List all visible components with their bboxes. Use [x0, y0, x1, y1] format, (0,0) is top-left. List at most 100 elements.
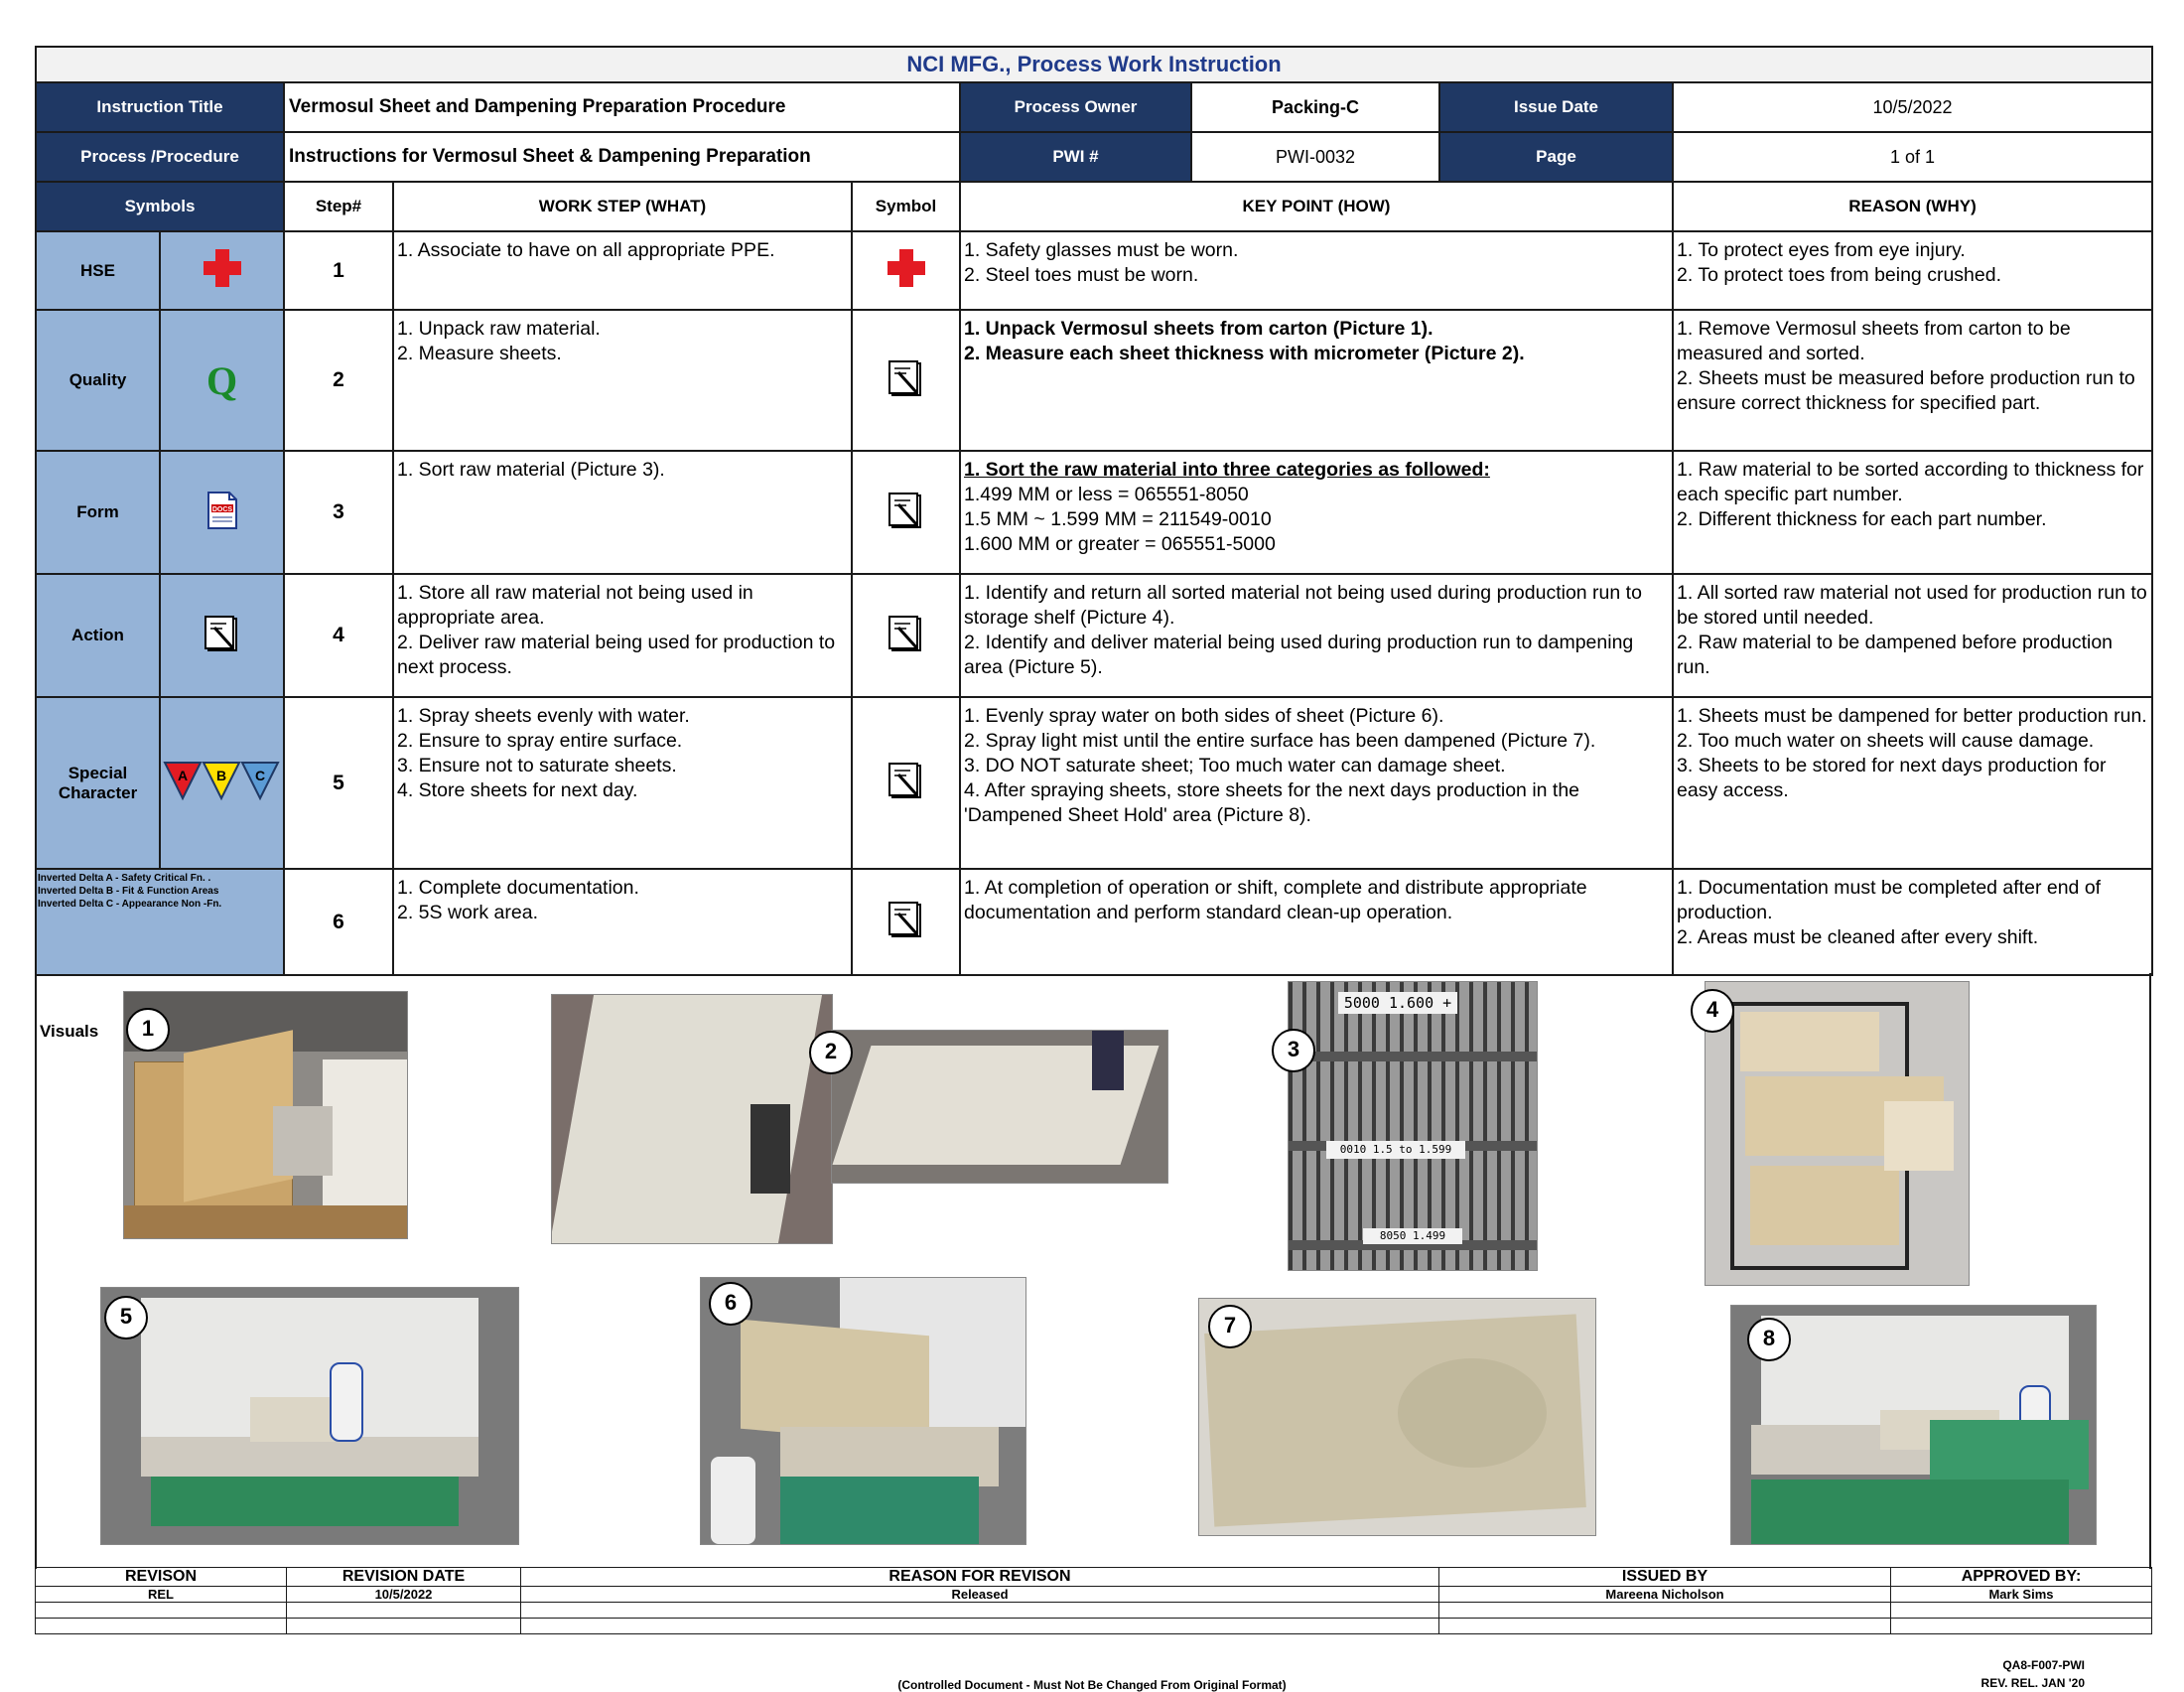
instruction-title-value: Vermosul Sheet and Dampening Preparation… [283, 81, 961, 133]
rev-col-date: REVISION DATE [286, 1567, 521, 1587]
work-step: 1. Unpack raw material. 2. Measure sheet… [392, 309, 853, 452]
shelf-label-8050: 8050 1.499 [1363, 1228, 1462, 1244]
step-row: Special Character A B C 5 1. Spray sheet… [35, 696, 2154, 870]
category-hse: HSE [35, 230, 161, 311]
action-clipboard-icon [887, 615, 921, 651]
action-clipboard-icon [887, 763, 921, 798]
col-symbol: Symbol [851, 181, 961, 232]
svg-text:A: A [177, 768, 187, 783]
step-number: 6 [283, 868, 394, 976]
photo-measure-sheet-b [831, 1030, 1168, 1184]
callout-6: 6 [709, 1282, 752, 1326]
reason: 1. Sheets must be dampened for better pr… [1671, 696, 2154, 870]
reason: 1. Documentation must be completed after… [1671, 868, 2154, 976]
quality-q-icon: Q [205, 357, 238, 403]
step-number: 1 [283, 230, 394, 311]
action-clipboard-icon [887, 902, 921, 937]
issue-date-label: Issue Date [1438, 81, 1674, 133]
document-form-icon: DOCS [206, 491, 237, 529]
step-number: 2 [283, 309, 394, 452]
visuals-section [35, 973, 2151, 1569]
callout-5: 5 [104, 1296, 148, 1340]
step-row: Form DOCS 3 1. Sort raw material (Pictur… [35, 450, 2154, 575]
photo-storage-shelf [1705, 981, 1970, 1286]
action-clipboard-icon [887, 492, 921, 528]
photo-spray-both-sides [700, 1277, 1026, 1545]
key-point: 1. Unpack Vermosul sheets from carton (P… [959, 309, 1674, 452]
step-number: 5 [283, 696, 394, 870]
col-work-step: WORK STEP (WHAT) [392, 181, 853, 232]
form-id: QA8-F007-PWI [2002, 1658, 2085, 1672]
work-step: 1. Store all raw material not being used… [392, 573, 853, 698]
category-special-character: Special Character [35, 696, 161, 870]
photo-measure-sheet-a [551, 994, 833, 1244]
col-symbols: Symbols [35, 181, 285, 232]
rev-rel: REV. REL. JAN '20 [1980, 1676, 2085, 1690]
callout-1: 1 [126, 1008, 170, 1052]
key-point: 1. Safety glasses must be worn. 2. Steel… [959, 230, 1674, 311]
work-step: 1. Associate to have on all appropriate … [392, 230, 853, 311]
visuals-label: Visuals [40, 1022, 99, 1041]
work-step: 1. Sort raw material (Picture 3). [392, 450, 853, 575]
callout-4: 4 [1691, 989, 1734, 1033]
shelf-label-0010: 0010 1.5 to 1.599 [1326, 1141, 1465, 1159]
work-step: 1. Spray sheets evenly with water. 2. En… [392, 696, 853, 870]
page-value: 1 of 1 [1671, 131, 2154, 183]
photo-sort-shelf: 5000 1.600 + 0010 1.5 to 1.599 8050 1.49… [1288, 981, 1538, 1271]
revision-row-empty [35, 1618, 2152, 1634]
photo-unpack-carton [123, 991, 408, 1239]
reason: 1. Raw material to be sorted according t… [1671, 450, 2154, 575]
key-point: 1. At completion of operation or shift, … [959, 868, 1674, 976]
col-step: Step# [283, 181, 394, 232]
category-action: Action [35, 573, 161, 698]
key-point: 1. Identify and return all sorted materi… [959, 573, 1674, 698]
svg-text:C: C [254, 768, 264, 783]
col-key-point: KEY POINT (HOW) [959, 181, 1674, 232]
rev-col-reason: REASON FOR REVISON [520, 1567, 1439, 1587]
key-point: 1. Sort the raw material into three cate… [959, 450, 1674, 575]
process-label: Process /Procedure [35, 131, 285, 183]
pwi-value: PWI-0032 [1190, 131, 1440, 183]
revision-row: REL 10/5/2022 Released Mareena Nicholson… [35, 1586, 2152, 1603]
page-label: Page [1438, 131, 1674, 183]
process-owner-label: Process Owner [959, 81, 1192, 133]
rev-col-revision: REVISON [35, 1567, 287, 1587]
step-row: Inverted Delta A - Safety Critical Fn. .… [35, 868, 2154, 976]
instruction-title-label: Instruction Title [35, 81, 285, 133]
process-owner-value: Packing-C [1190, 81, 1440, 133]
action-clipboard-icon [887, 359, 921, 396]
step-number: 3 [283, 450, 394, 575]
callout-2: 2 [809, 1031, 853, 1074]
work-step: 1. Complete documentation. 2. 5S work ar… [392, 868, 853, 976]
photo-light-mist [1198, 1298, 1596, 1536]
inverted-delta-abc-icon: A B C [162, 762, 280, 801]
category-form: Form [35, 450, 161, 575]
controlled-document-note: (Controlled Document - Must Not Be Chang… [897, 1678, 1287, 1692]
photo-dampened-sheet-hold [1730, 1305, 2097, 1545]
callout-8: 8 [1747, 1318, 1791, 1361]
step-row: Quality Q 2 1. Unpack raw material. 2. M… [35, 309, 2154, 452]
svg-text:DOCS: DOCS [211, 506, 232, 513]
process-value: Instructions for Vermosul Sheet & Dampen… [283, 131, 961, 183]
issue-date-value: 10/5/2022 [1671, 81, 2154, 133]
revision-row-empty [35, 1602, 2152, 1619]
revision-table: REVISON REVISION DATE REASON FOR REVISON… [35, 1567, 2152, 1634]
svg-text:B: B [215, 768, 225, 783]
work-instruction-table: NCI MFG., Process Work Instruction Instr… [34, 46, 2154, 976]
photo-dampening-area [100, 1287, 519, 1545]
delta-legend: Inverted Delta A - Safety Critical Fn. .… [35, 868, 285, 976]
reason: 1. To protect eyes from eye injury. 2. T… [1671, 230, 2154, 311]
rev-col-approved-by: APPROVED BY: [1890, 1567, 2152, 1587]
red-cross-icon [883, 249, 930, 287]
step-row: HSE 1 1. Associate to have on all approp… [35, 230, 2154, 311]
callout-7: 7 [1208, 1305, 1252, 1348]
action-clipboard-icon [204, 615, 237, 651]
reason: 1. All sorted raw material not used for … [1671, 573, 2154, 698]
step-row: Action 4 1. Store all raw material not b… [35, 573, 2154, 698]
callout-3: 3 [1272, 1029, 1315, 1072]
category-quality: Quality [35, 309, 161, 452]
document-title: NCI MFG., Process Work Instruction [34, 46, 2154, 83]
pwi-label: PWI # [959, 131, 1192, 183]
key-point: 1. Evenly spray water on both sides of s… [959, 696, 1674, 870]
rev-col-issued-by: ISSUED BY [1438, 1567, 1891, 1587]
